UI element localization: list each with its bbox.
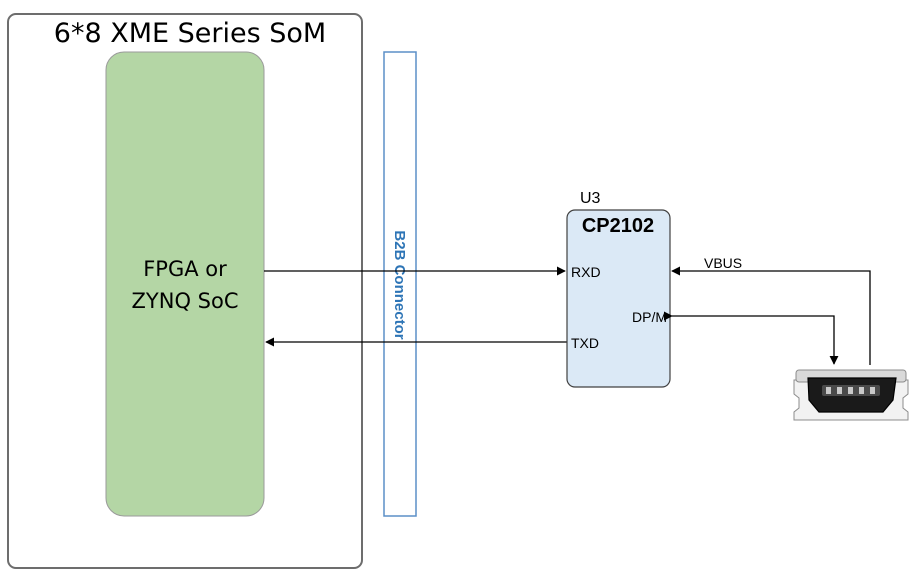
pin-dpm-label: DP/M [632,309,667,325]
chip-ref-label: U3 [580,190,601,207]
dpm-signal-line [663,311,839,365]
som-title: 6*8 XME Series SoM [54,18,326,49]
mini-usb-connector-icon [793,369,909,421]
pin-txd-label: TXD [571,335,599,351]
chip-name-label: CP2102 [582,215,654,237]
vbus-signal-line [671,266,871,365]
fpga-label-line2: ZYNQ SoC [132,289,239,313]
b2b-connector [383,51,417,517]
vbus-label: VBUS [704,255,742,271]
fpga-block [105,51,265,517]
pin-rxd-label: RXD [571,264,601,280]
cp2102-chip [566,209,671,388]
fpga-label-line1: FPGA or [143,257,227,281]
b2b-connector-label: B2B Connector [391,230,408,339]
